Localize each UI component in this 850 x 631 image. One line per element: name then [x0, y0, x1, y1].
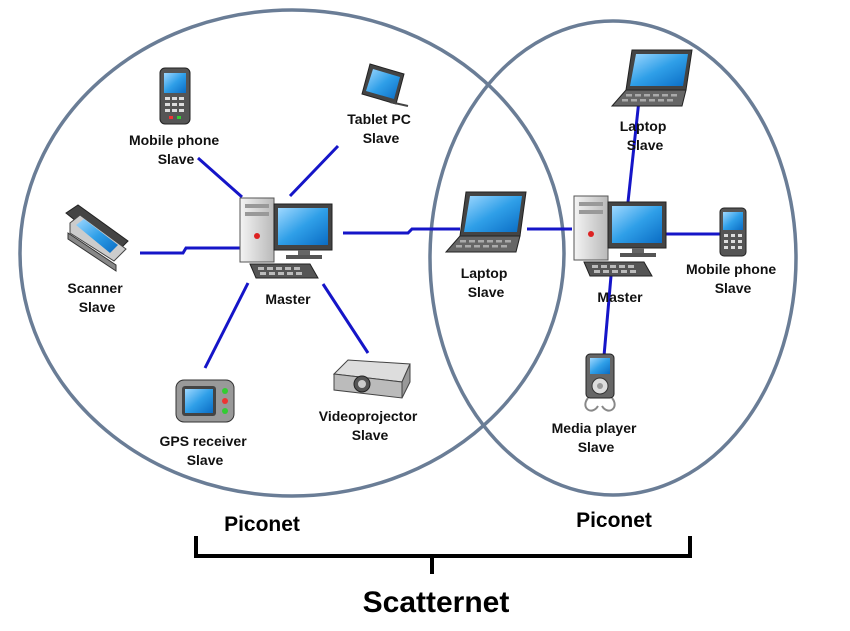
media-player-icon [584, 353, 616, 412]
piconet-left-boundary [18, 8, 566, 498]
piconet-left-label: Piconet [224, 513, 300, 536]
scatternet-bracket [194, 536, 692, 574]
desktop-computer-icon [573, 195, 667, 277]
scatternet-label: Scatternet [363, 586, 510, 619]
scanner-icon [65, 204, 129, 272]
laptop-icon [610, 49, 693, 107]
tablet-pc-icon [361, 63, 409, 107]
links-right-piconet [527, 99, 722, 357]
label-mobile-phone-left: Mobile phone Slave [129, 132, 223, 167]
label-master-left: Master [265, 291, 311, 307]
laptop-bridge-icon [444, 191, 527, 253]
label-laptop-bridge: Laptop Slave [461, 265, 512, 300]
links-left-piconet [140, 144, 460, 369]
label-videoprojector: Videoprojector Slave [319, 408, 421, 443]
mobile-phone-icon [159, 67, 191, 125]
videoprojector-icon [332, 359, 411, 399]
label-mobile-phone-right: Mobile phone Slave [686, 261, 780, 296]
desktop-computer-icon [239, 197, 333, 279]
label-master-right: Master [597, 289, 643, 305]
label-tablet-pc: Tablet PC Slave [347, 111, 414, 146]
label-laptop-top: Laptop Slave [620, 118, 671, 153]
mobile-phone-icon [719, 207, 747, 257]
piconet-right-label: Piconet [576, 509, 652, 532]
gps-receiver-icon [175, 379, 235, 423]
label-media-player: Media player Slave [552, 420, 641, 455]
label-scanner: Scanner Slave [67, 280, 126, 315]
piconet-right-boundary [428, 19, 798, 497]
label-gps-receiver: GPS receiver Slave [159, 433, 250, 468]
